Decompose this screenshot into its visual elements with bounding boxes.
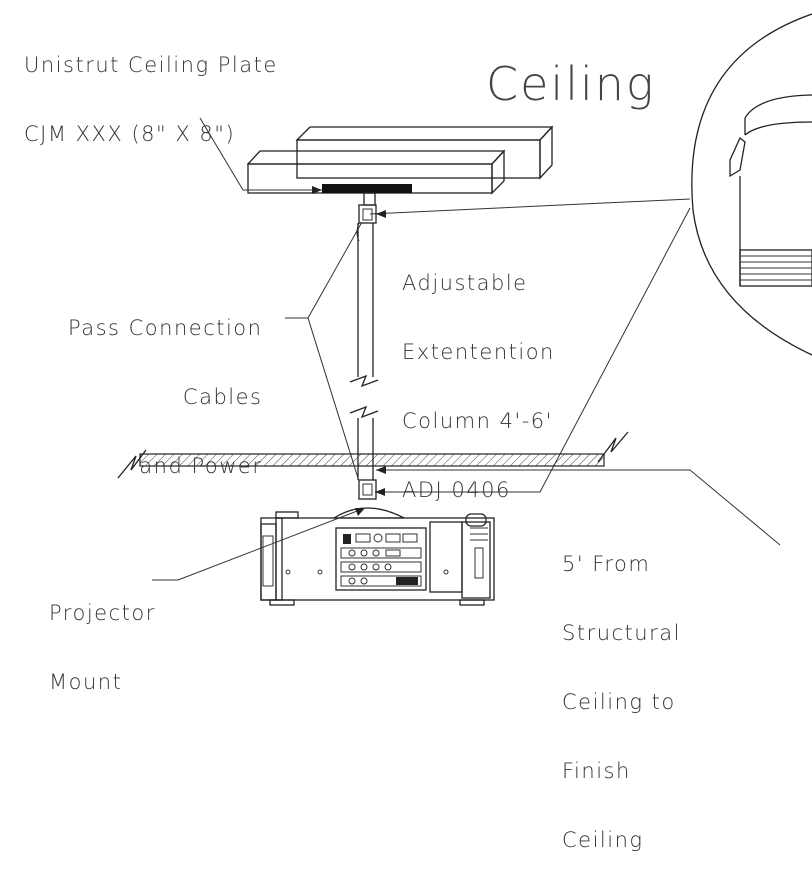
column-label-line-2: Extentention [402,340,555,364]
distance-label-line-2: Structural [562,621,681,645]
mount-label-line-1: Projector [49,601,156,625]
projector [260,507,495,606]
extension-column-label: Adjustable Extentention Column 4'-6' ADJ… [402,226,555,525]
unistrut-ceiling-plate-label: Unistrut Ceiling Plate CJM XXX (8" X 8") [24,8,278,169]
extension-column [349,192,379,500]
column-label-line-3: Column 4'-6' [402,409,553,433]
installation-diagram [117,13,812,606]
distance-label-line-4: Finish [562,759,631,783]
unistrut-label-line-1: Unistrut Ceiling Plate [24,53,278,77]
distance-label-line-3: Ceiling to [562,690,676,714]
mount-label-line-2: Mount [49,670,123,694]
ceiling-distance-label: 5' From Structural Ceiling to Finish Cei… [562,507,681,875]
detail-magnifier [691,13,812,356]
unistrut-channel-back [295,125,554,180]
column-label-line-4: ADJ 0406 [402,478,511,502]
unistrut-label-line-2: CJM XXX (8" X 8") [24,122,236,146]
distance-label-line-1: 5' From [562,552,651,576]
unistrut-channels [246,125,554,195]
leader-lines [152,117,781,581]
cables-label-line-2: Cables [182,385,263,409]
projector-mount-label: Projector Mount [49,556,156,717]
finish-ceiling [117,431,629,479]
pass-cables-label: Pass Connection Cables and Power [68,271,262,501]
distance-label-line-5: Ceiling [562,828,644,852]
cables-label-line-3: and Power [139,454,263,478]
ceiling-label: Ceiling [486,57,656,111]
cables-label-line-1: Pass Connection [68,316,263,340]
column-label-line-1: Adjustable [402,271,528,295]
unistrut-ceiling-plate [322,184,412,193]
